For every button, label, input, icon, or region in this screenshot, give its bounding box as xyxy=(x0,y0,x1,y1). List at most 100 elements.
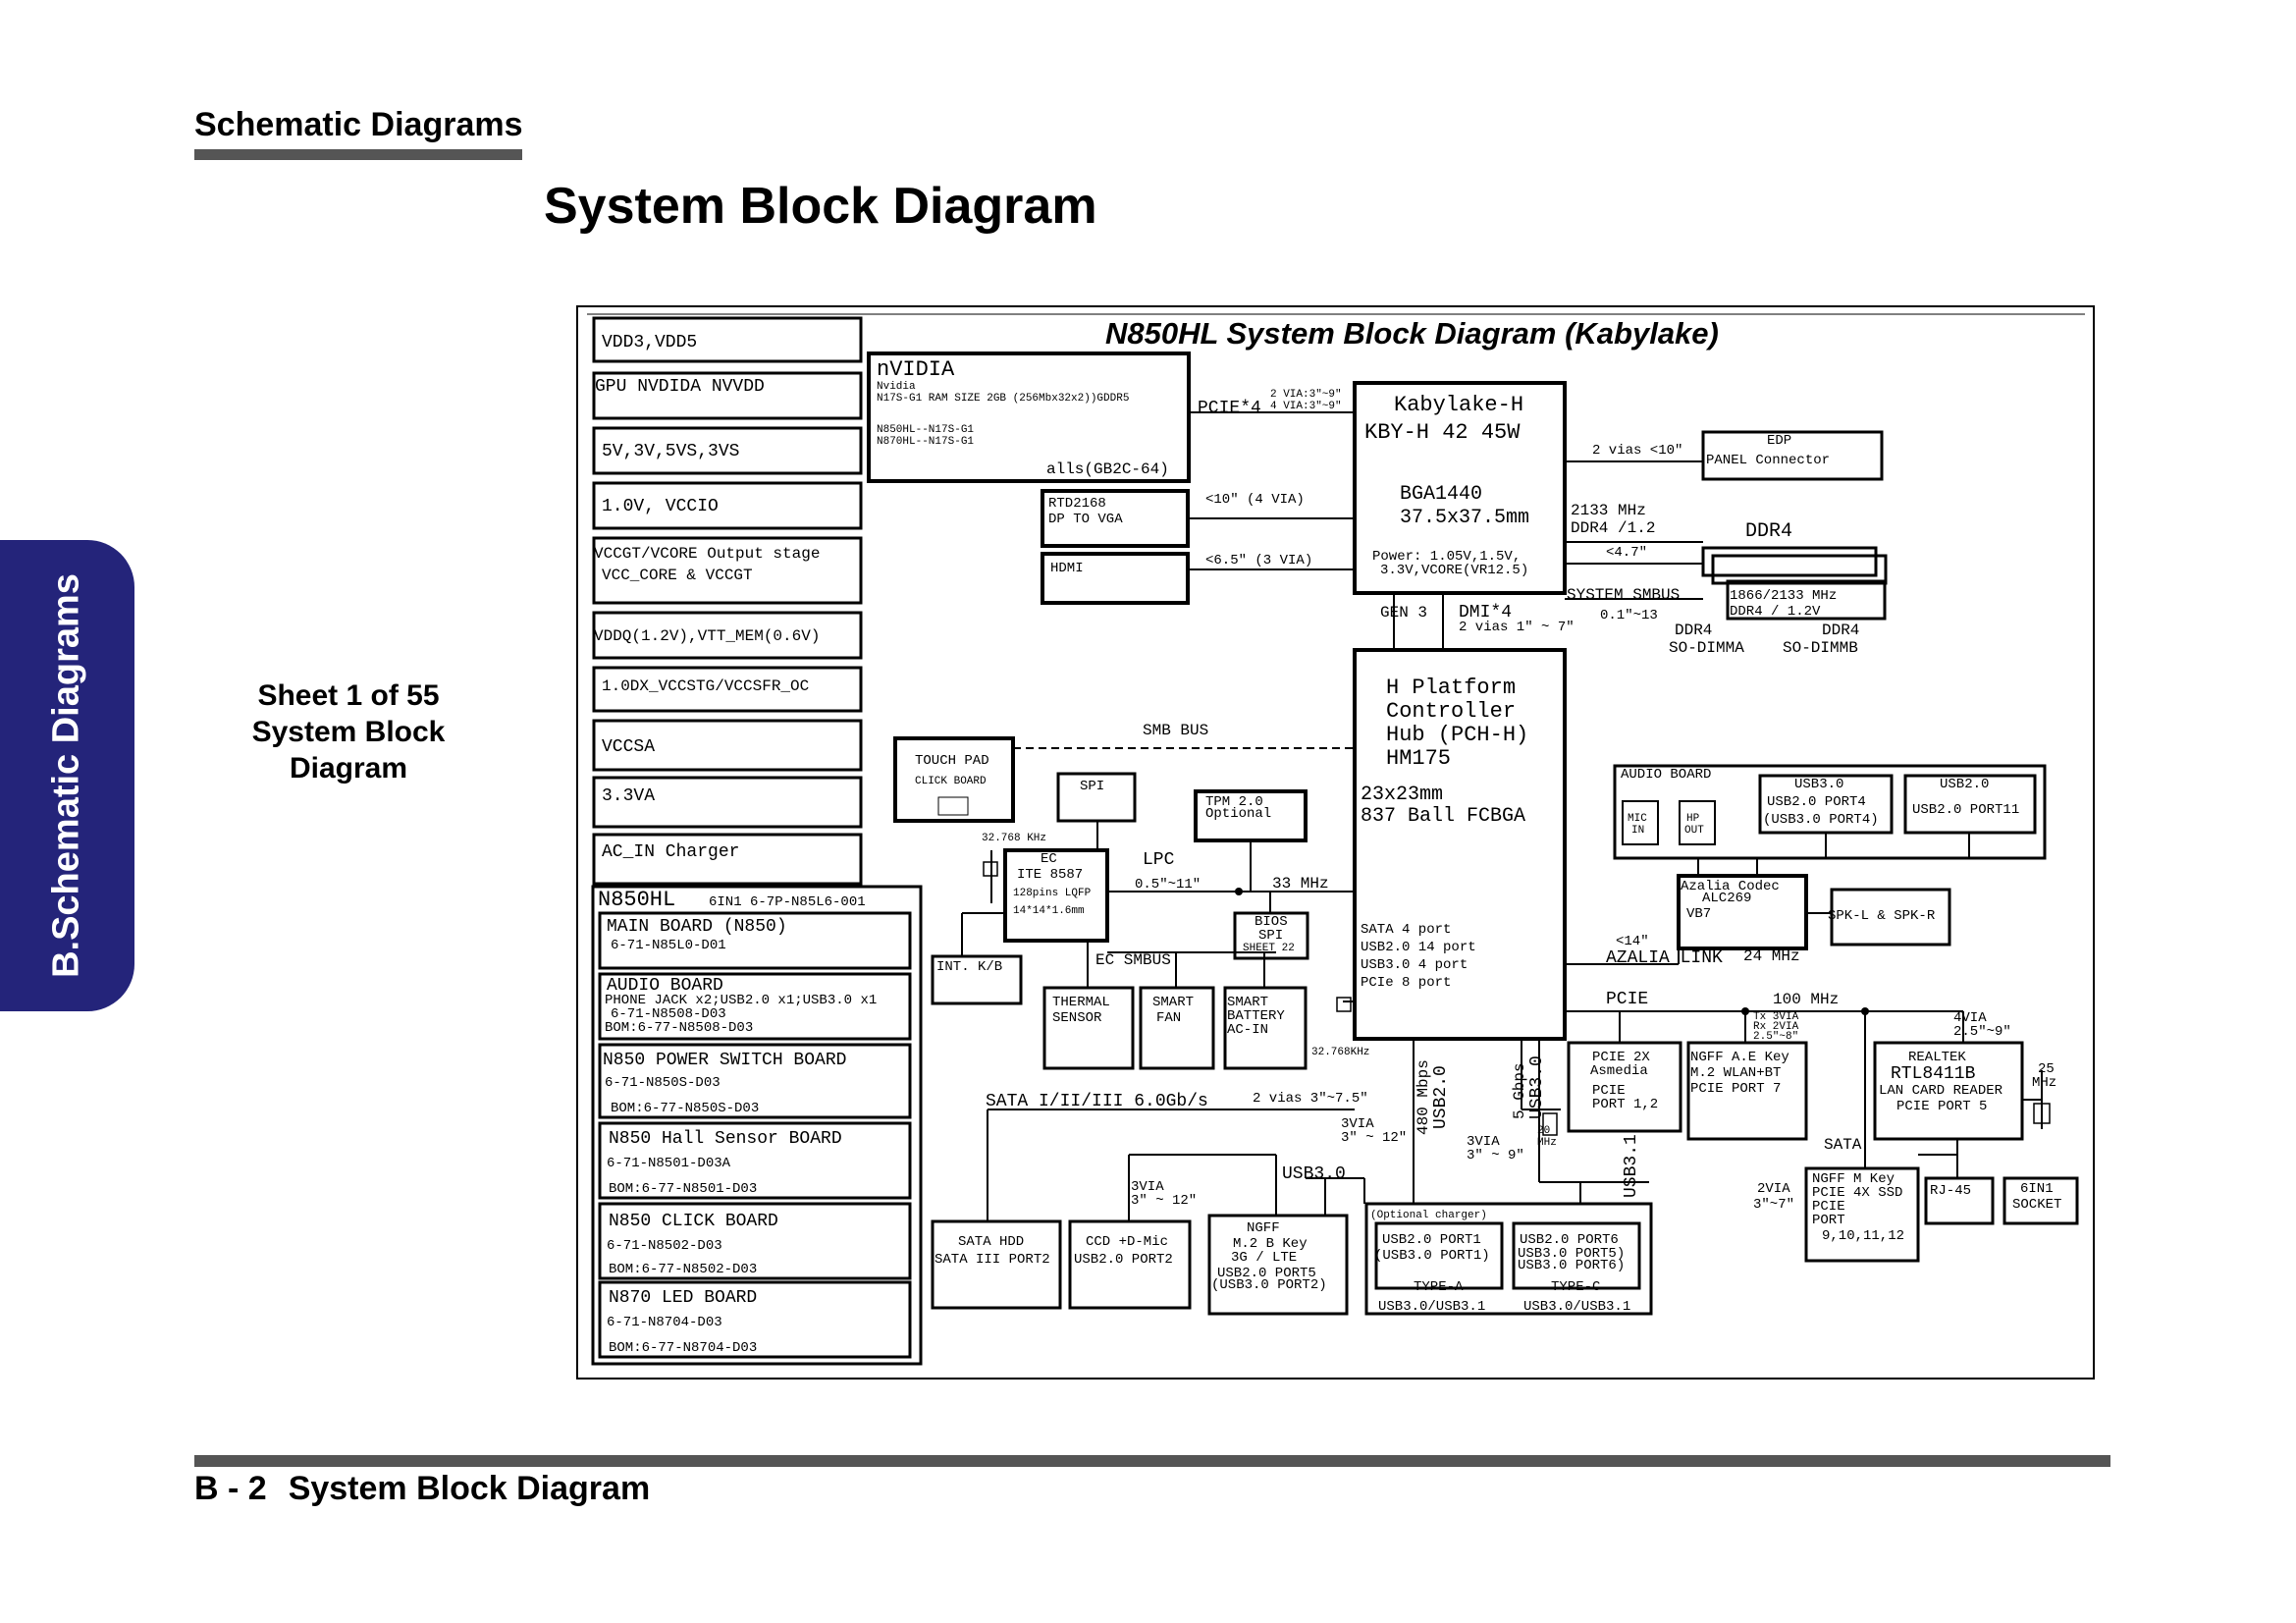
usb3-port: USB2.0 PORT4 xyxy=(1767,794,1866,810)
via-label: 3VIA xyxy=(1467,1134,1500,1150)
ngff-m-text: PCIE xyxy=(1812,1199,1845,1215)
sata-bus-vias: 2 vias 3"~7.5" xyxy=(1253,1091,1368,1107)
rj45-box xyxy=(1924,1176,1995,1225)
cpu-power: Power: 1.05V,1.5V, xyxy=(1372,549,1521,565)
sodimm-speed: 1866/2133 MHz xyxy=(1730,588,1837,604)
realtek-text: REALTEK xyxy=(1908,1050,1966,1065)
ec-smbus-label: EC SMBUS xyxy=(1095,951,1171,969)
boards-sub: 6IN1 6-7P-N85L6-001 xyxy=(709,894,866,910)
thermal-label: THERMAL xyxy=(1052,995,1110,1010)
codec-chip: ALC269 xyxy=(1702,891,1751,906)
dimm-slot xyxy=(1701,546,1878,577)
pch-text: Controller xyxy=(1386,699,1516,724)
audio-board-title: AUDIO BOARD xyxy=(1621,767,1711,783)
usb20-speed: 480 Mbps xyxy=(1415,1059,1432,1135)
smbus-len: 0.1"~13 xyxy=(1600,608,1658,623)
hdmi-link: <6.5" (3 VIA) xyxy=(1205,553,1312,568)
ec-clock: 32.768 KHz xyxy=(982,833,1046,844)
pch-text: 837 Ball FCBGA xyxy=(1361,805,1525,828)
boards: N850HL 6IN1 6-7P-N85L6-001 MAIN BOARD (N… xyxy=(598,888,877,1356)
azalia-link: AZALIA LINK xyxy=(1606,948,1723,968)
usb20-label: USB2.0 xyxy=(1431,1065,1451,1129)
sata-hdd-port: SATA III PORT2 xyxy=(934,1252,1050,1268)
realtek-box xyxy=(1873,1041,2024,1141)
footer-rule xyxy=(194,1455,2110,1467)
dimm-box xyxy=(1726,579,1887,621)
touchpad-title: TOUCH PAD xyxy=(915,753,989,769)
board-name: MAIN BOARD (N850) xyxy=(607,917,787,937)
board-pn: 6-71-N8508-D03 xyxy=(611,1006,726,1022)
audio-board-box xyxy=(1613,764,2047,860)
ccd-port: USB2.0 PORT2 xyxy=(1074,1252,1173,1268)
gen3-label: GEN 3 xyxy=(1380,604,1427,622)
board-name: AUDIO BOARD xyxy=(607,976,723,996)
pcie4-label: PCIE*4 xyxy=(1198,399,1261,418)
board-bom: BOM:6-77-N8502-D03 xyxy=(609,1262,757,1277)
rtd-link: <10" (4 VIA) xyxy=(1205,492,1305,508)
rail-label: GPU NVDIDA NVVDD xyxy=(595,377,765,397)
cpu-size: 37.5x37.5mm xyxy=(1400,507,1529,529)
usb3-title: USB3.0 xyxy=(1794,777,1843,792)
pcie-bus-clock: 100 MHz xyxy=(1773,991,1839,1008)
typea-spec: USB3.0/USB3.1 xyxy=(1378,1299,1485,1315)
footer-title: System Block Diagram xyxy=(288,1470,651,1507)
junction-dot xyxy=(1741,1007,1749,1015)
azalia-len: <14" xyxy=(1616,934,1649,949)
smb-bus-label: SMB BUS xyxy=(1143,722,1208,739)
usb2-port: USB2.0 PORT11 xyxy=(1912,802,2019,818)
via-label: 3VIA xyxy=(1131,1179,1164,1195)
sodimm-a-type: DDR4 xyxy=(1675,622,1712,639)
ccd-title: CCD +D-Mic xyxy=(1086,1234,1168,1250)
sixinone-label: SOCKET xyxy=(2012,1197,2061,1213)
rail-box xyxy=(592,371,863,420)
hdmi-box xyxy=(1041,552,1190,605)
dmi-vias: 2 vias 1" ~ 7" xyxy=(1459,620,1575,635)
cpu-name: Kabylake-H xyxy=(1394,393,1523,417)
codec-rev: VB7 xyxy=(1686,906,1711,922)
cpu-pkg: BGA1440 xyxy=(1400,483,1482,506)
realtek-text: PCIE PORT 5 xyxy=(1896,1099,1987,1114)
typea-port: USB2.0 PORT1 xyxy=(1382,1232,1481,1248)
rj45-label: RJ-45 xyxy=(1930,1183,1971,1199)
edp-sub: PANEL Connector xyxy=(1706,453,1830,468)
ec-box xyxy=(1003,848,1109,943)
rail-label: VDDQ(1.2V),VTT_MEM(0.6V) xyxy=(594,627,820,645)
ssd-via: 3"~7" xyxy=(1753,1197,1794,1213)
edp-title: EDP xyxy=(1767,433,1791,449)
ngff-m-text: PCIE 4X SSD xyxy=(1812,1185,1902,1201)
ngff-b-text: M.2 B Key xyxy=(1233,1236,1308,1252)
rail-label: VCC_CORE & VCCGT xyxy=(602,567,753,584)
ec-size: 14*14*1.6mm xyxy=(1013,905,1085,917)
ngff-ae-box xyxy=(1686,1041,1808,1141)
junction-dot xyxy=(1235,888,1243,895)
boards-title: N850HL xyxy=(598,888,675,912)
board-desc: PHONE JACK x2;USB2.0 x1;USB3.0 x1 xyxy=(605,993,877,1008)
via-label: 3" ~ 12" xyxy=(1131,1193,1197,1209)
board-box xyxy=(598,1280,912,1359)
pch-clock: 32.768KHz xyxy=(1311,1047,1369,1058)
kb-label: INT. K/B xyxy=(936,959,1002,975)
pch-port: USB3.0 4 port xyxy=(1361,957,1468,973)
board-bom: BOM:6-77-N850S-D03 xyxy=(611,1101,759,1116)
tpm-sub: Optional xyxy=(1205,806,1271,822)
board-box xyxy=(598,1043,912,1119)
side-tab[interactable] xyxy=(0,540,134,1011)
sata-bus-label: SATA I/II/III 6.0Gb/s xyxy=(986,1092,1208,1111)
pcie-via-label: 2 VIA:3"~9" xyxy=(1270,389,1342,401)
mem-speed: 2133 MHz xyxy=(1571,502,1646,519)
connections xyxy=(961,411,2043,1221)
rail-box xyxy=(592,833,863,886)
mem-speed: DDR4 /1.2 xyxy=(1571,519,1655,537)
ngff-b-text: USB2.0 PORT5 xyxy=(1217,1266,1316,1281)
rail-label: VCCSA xyxy=(602,737,655,757)
board-pn: 6-71-N85L0-D01 xyxy=(611,938,726,953)
gpu: nVIDIA Nvidia N17S-G1 RAM SIZE 2GB (256M… xyxy=(877,357,1169,478)
cpu-model: KBY-H 42 45W xyxy=(1364,420,1521,445)
typea-port: (USB3.0 PORT1) xyxy=(1374,1248,1490,1264)
lan-clock: 25 xyxy=(2038,1061,2055,1077)
bios-spi: SPI xyxy=(1258,928,1283,944)
usb2-title: USB2.0 xyxy=(1940,777,1989,792)
smbus-label: SYSTEM SMBUS xyxy=(1567,586,1680,604)
